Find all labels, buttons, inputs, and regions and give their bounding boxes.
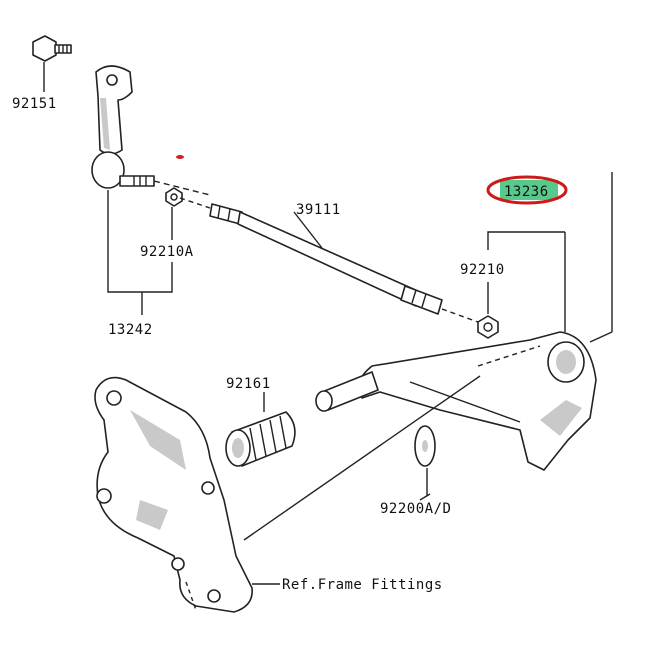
frame-bracket[interactable] [94, 376, 253, 613]
label-92200ad: 92200A/D [380, 501, 451, 517]
label-39111: 39111 [296, 202, 341, 218]
washer-92200ad[interactable] [414, 425, 436, 467]
nut-92210-bracket [487, 231, 565, 250]
frame-edge-line-1 [243, 375, 481, 541]
frame-edge-line-2 [419, 493, 431, 501]
frame-dash-line [185, 581, 197, 611]
nut-92210-hole [483, 322, 493, 332]
rod-assembly-bracket [107, 190, 173, 315]
pedal-part-number-highlight[interactable]: 13236 [486, 175, 568, 205]
pedal-dash-line [477, 345, 541, 367]
tie-rod-dash-left [179, 197, 211, 209]
tie-rod-dash-right [441, 308, 479, 323]
nut-92210a[interactable] [165, 187, 183, 207]
bolt-92151[interactable] [32, 35, 72, 62]
label-13242: 13242 [108, 322, 153, 338]
label-92210a: 92210A [140, 244, 194, 260]
nut-92210a-hole [170, 193, 178, 201]
label-ref-frame-fittings: Ref.Frame Fittings [282, 577, 443, 593]
pedal-leader-slant [589, 331, 613, 343]
label-92161: 92161 [226, 376, 271, 392]
red-dot-mark [176, 155, 184, 159]
rod-arm-13242[interactable] [91, 65, 155, 189]
pedal-shaft[interactable] [315, 371, 379, 412]
tie-rod-39111[interactable] [209, 203, 443, 315]
pedal-13236[interactable] [357, 331, 597, 471]
tie-rod-leader [293, 211, 323, 249]
label-92210: 92210 [460, 262, 505, 278]
nut-92210[interactable] [477, 315, 499, 339]
label-13236: 13236 [504, 184, 549, 200]
label-92151: 92151 [12, 96, 57, 112]
pedal-rubber-92161[interactable] [225, 411, 296, 467]
